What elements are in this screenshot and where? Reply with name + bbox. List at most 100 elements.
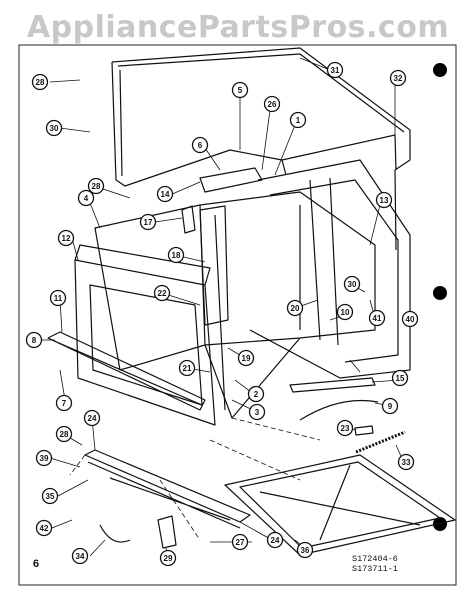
callout-c-3: 3: [248, 403, 266, 421]
callout-label: 26: [268, 100, 277, 109]
pin: [354, 425, 374, 436]
watermark: AppliancePartsPros.com: [26, 10, 450, 45]
spring: [355, 430, 406, 454]
callout-circle: [397, 453, 415, 471]
callout-circle: [159, 549, 177, 567]
element-bar: [289, 377, 376, 393]
callout-c-17: 17: [139, 213, 157, 231]
callout-label: 28: [36, 78, 45, 87]
callout-circle: [87, 177, 105, 195]
callout-c-14: 14: [156, 185, 174, 203]
callout-c-28-top: 28: [31, 73, 49, 91]
callout-circle: [231, 533, 249, 551]
callout-circle: [35, 519, 53, 537]
callout-label: 10: [341, 308, 350, 317]
callout-label: 23: [341, 424, 350, 433]
callout-c-18: 18: [167, 246, 185, 264]
callout-label: 36: [301, 546, 310, 555]
callout-c-28-low: 28: [55, 425, 73, 443]
callout-circle: [326, 61, 344, 79]
callout-c-30-left: 30: [45, 119, 63, 137]
reference-code: S173711-1: [352, 564, 398, 574]
drip-pan-inner: [239, 461, 441, 549]
callout-circle: [237, 349, 255, 367]
callout-label: 2: [254, 390, 259, 399]
door-panel-window: [89, 284, 203, 406]
arc-bracket: [299, 399, 379, 421]
callout-c-26: 26: [263, 95, 281, 113]
callout-c-28-mid: 28: [87, 177, 105, 195]
callout-circle: [401, 310, 419, 328]
callout-label: 40: [406, 315, 415, 324]
callout-label: 19: [242, 354, 251, 363]
callout-circle: [57, 229, 75, 247]
wrapper-side: [281, 134, 397, 176]
callout-c-11: 11: [49, 289, 67, 307]
callout-label: 32: [394, 74, 403, 83]
callout-c-40: 40: [401, 310, 419, 328]
callout-circle: [83, 409, 101, 427]
callout-circle: [375, 191, 393, 209]
latch: [181, 205, 196, 234]
callout-c-23: 23: [336, 419, 354, 437]
callout-c-33: 33: [397, 453, 415, 471]
callout-c-15: 15: [391, 369, 409, 387]
callout-circle: [266, 531, 284, 549]
callout-circle: [49, 289, 67, 307]
callout-label: 35: [46, 492, 55, 501]
callout-c-24-top: 24: [83, 409, 101, 427]
callout-circle: [289, 111, 307, 129]
callout-label: 29: [164, 554, 173, 563]
oven-liner: [199, 191, 376, 346]
bottom-panel-rail: [87, 461, 241, 529]
callout-c-27: 27: [231, 533, 249, 551]
callout-label: 33: [402, 458, 411, 467]
callout-c-41: 41: [368, 309, 386, 327]
callout-circle: [153, 284, 171, 302]
callout-c-35: 35: [41, 487, 59, 505]
door-trim-inner: [51, 339, 203, 406]
callout-c-32: 32: [389, 69, 407, 87]
callout-circle: [231, 81, 249, 99]
callout-c-19: 19: [237, 349, 255, 367]
callout-label: 5: [238, 86, 243, 95]
callout-c-1: 1: [289, 111, 307, 129]
callout-circle: [25, 331, 43, 349]
callout-label: 9: [388, 402, 393, 411]
cavity-side-wall: [309, 177, 339, 346]
callout-circle: [139, 213, 157, 231]
callout-circle: [248, 403, 266, 421]
callout-circle: [343, 275, 361, 293]
drip-pan-cross: [259, 464, 421, 541]
callout-c-24-low: 24: [266, 531, 284, 549]
callout-c-39: 39: [35, 449, 53, 467]
callout-label: 1: [296, 116, 301, 125]
callout-label: 4: [84, 194, 89, 203]
callout-circle: [391, 369, 409, 387]
callout-label: 3: [255, 408, 260, 417]
callout-label: 41: [373, 314, 382, 323]
door-panel: [74, 259, 216, 426]
door-panel-top-rail: [74, 244, 211, 286]
callout-label: 12: [62, 234, 71, 243]
door-trim-strip: [47, 331, 206, 411]
callout-circle: [191, 136, 209, 154]
callout-label: 27: [236, 538, 245, 547]
callout-label: 28: [60, 430, 69, 439]
bottom-panel: [84, 449, 251, 523]
vent-screen: [199, 205, 229, 326]
callout-circle: [35, 449, 53, 467]
callout-label: 11: [54, 294, 63, 303]
callout-c-30-right: 30: [343, 275, 361, 293]
callout-circle: [368, 309, 386, 327]
binder-hole: [433, 63, 447, 77]
callout-circle: [247, 385, 265, 403]
callout-label: 34: [76, 552, 85, 561]
callout-c-12: 12: [57, 229, 75, 247]
callout-c-7: 7: [55, 394, 73, 412]
callout-circle: [77, 189, 95, 207]
callout-c-6: 6: [191, 136, 209, 154]
callout-circle: [286, 299, 304, 317]
